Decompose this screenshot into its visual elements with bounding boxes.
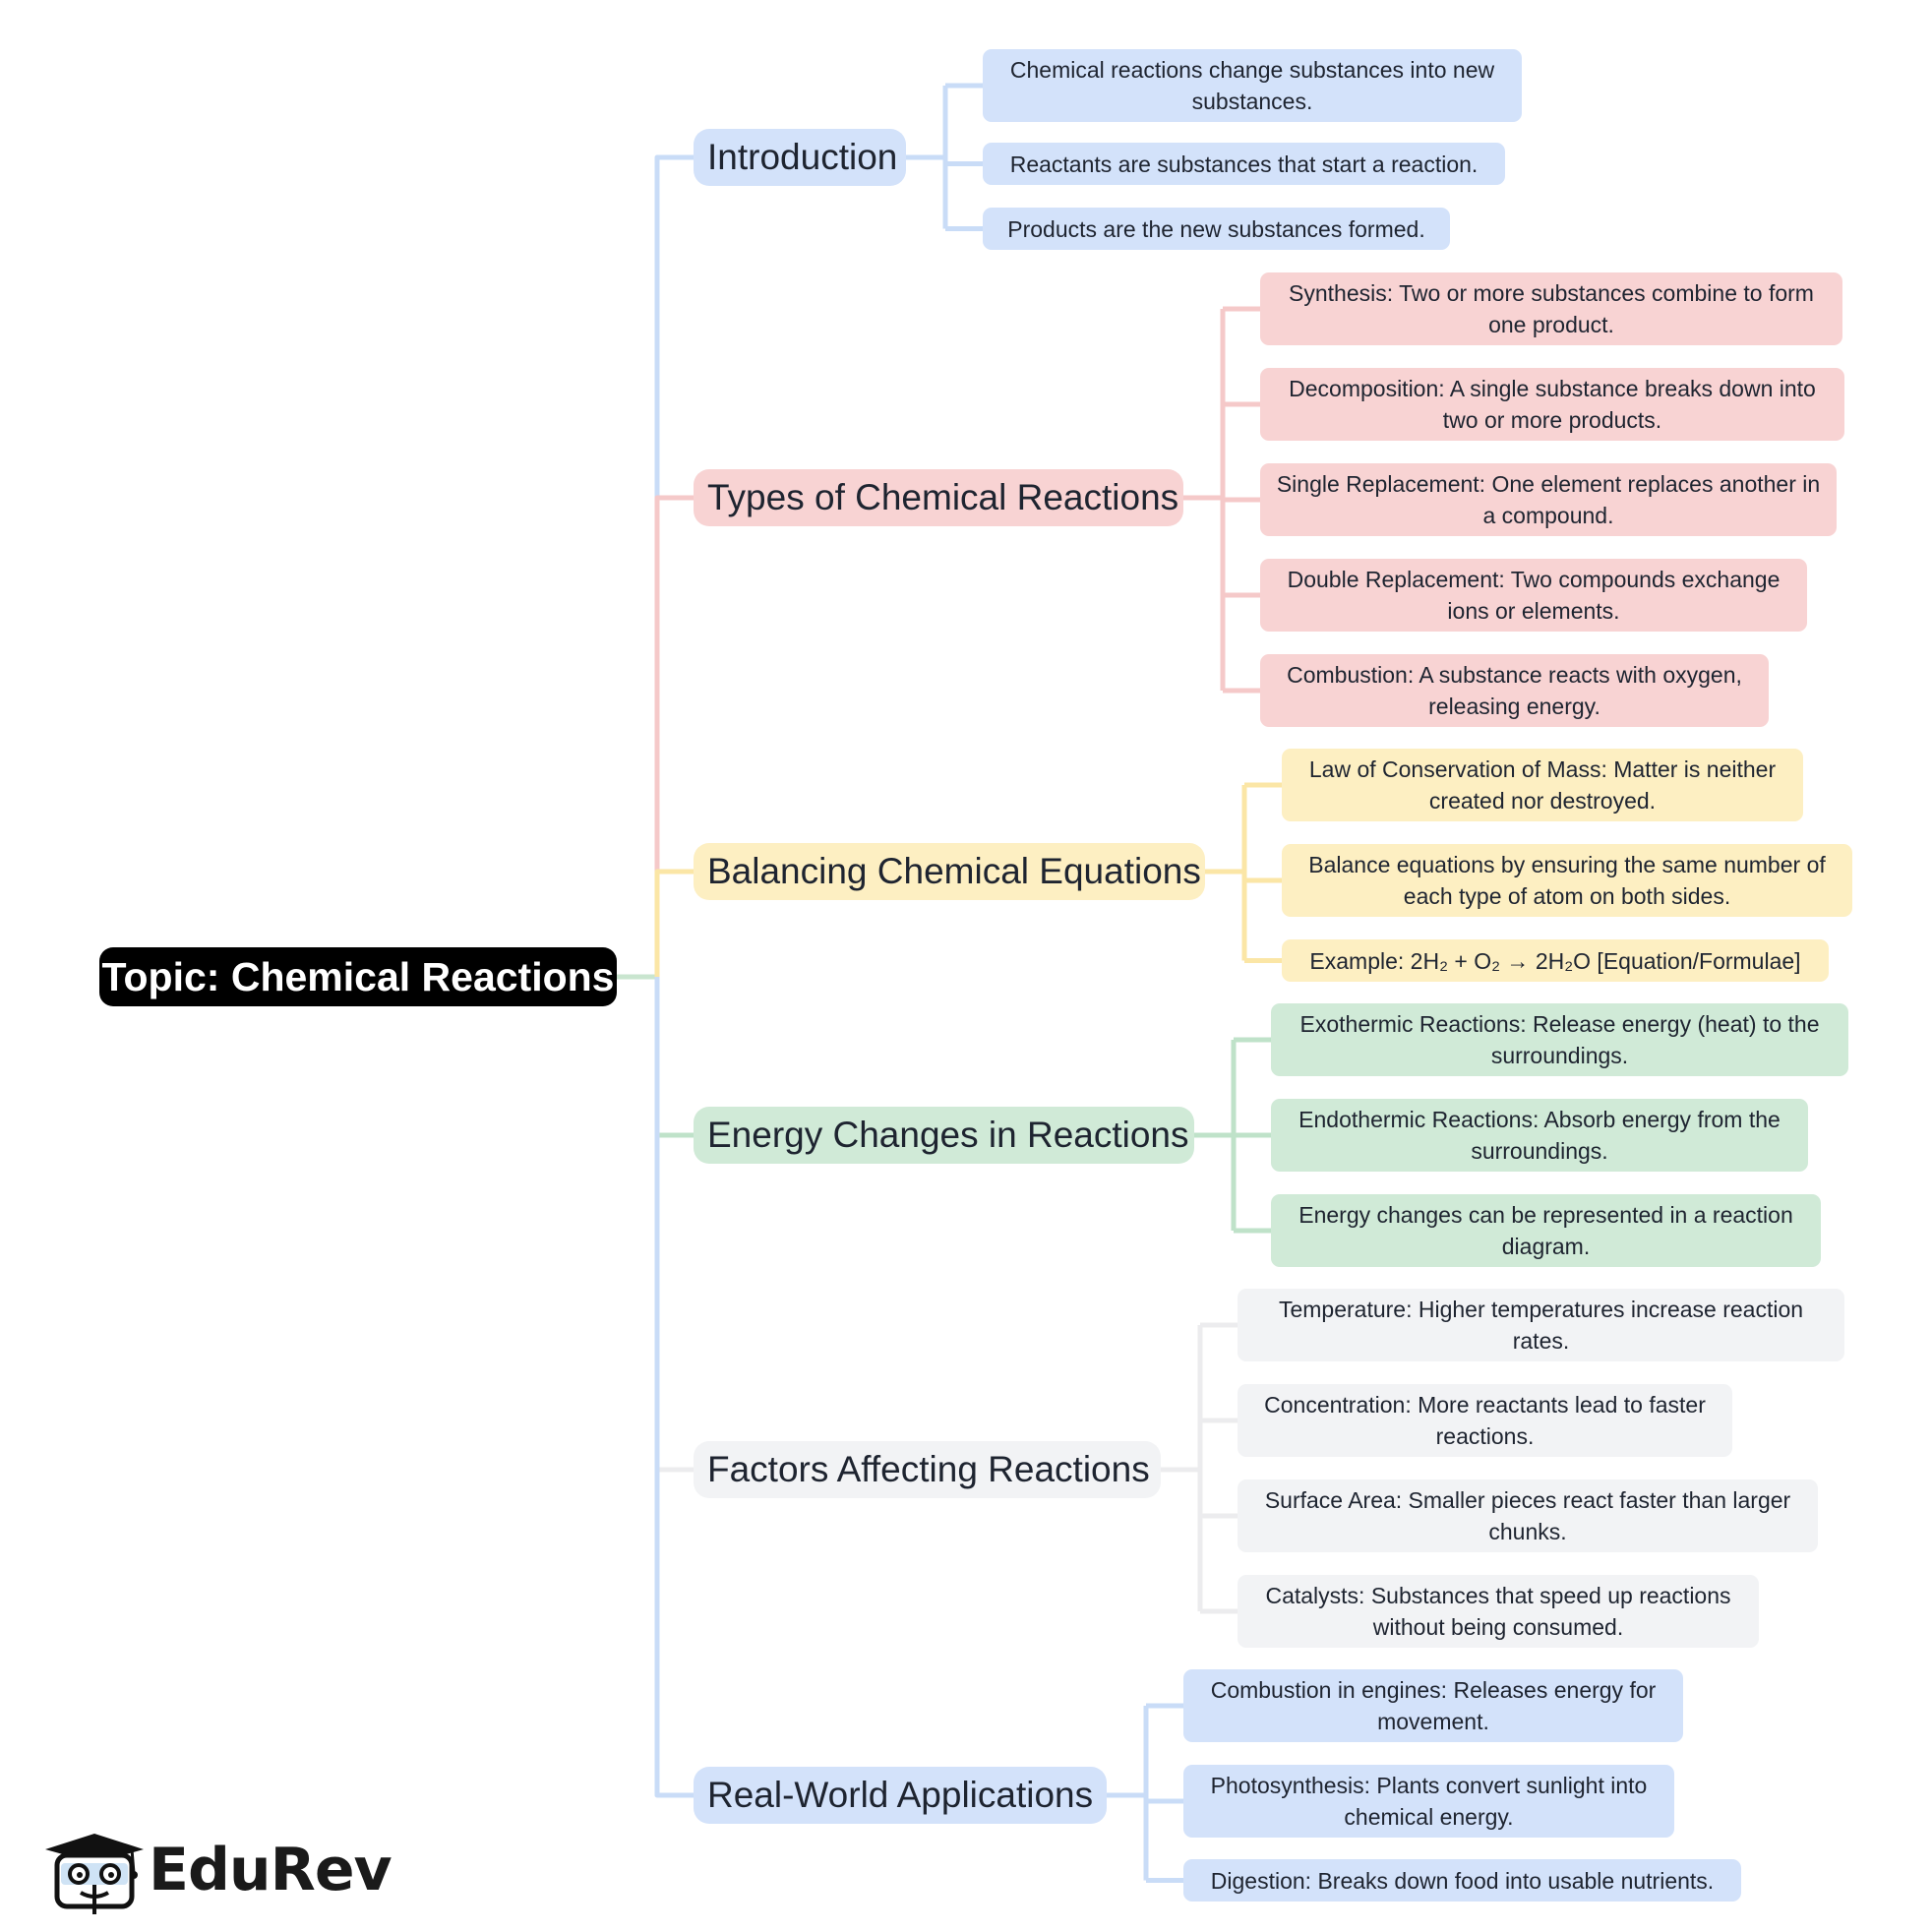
leaf-node: Energy changes can be represented in a r…	[1271, 1194, 1821, 1267]
branch-connector-2	[654, 869, 694, 977]
graduation-cap-mascot-icon	[45, 1834, 144, 1914]
leaf-node: Chemical reactions change substances int…	[983, 49, 1522, 122]
leaf-node: Products are the new substances formed.	[983, 208, 1450, 250]
leaf-node: Double Replacement: Two compounds exchan…	[1260, 559, 1807, 632]
leaf-node: Law of Conservation of Mass: Matter is n…	[1282, 749, 1803, 821]
leaf-node: Decomposition: A single substance breaks…	[1260, 368, 1844, 441]
leaf-node: Single Replacement: One element replaces…	[1260, 463, 1837, 536]
leaf-node: Temperature: Higher temperatures increas…	[1238, 1289, 1844, 1361]
branch-connector-5	[654, 977, 694, 1798]
branch-connector-0	[654, 154, 694, 977]
leaf-node: Surface Area: Smaller pieces react faste…	[1238, 1479, 1818, 1552]
leaf-node: Exothermic Reactions: Release energy (he…	[1271, 1003, 1848, 1076]
branch-node: Introduction	[694, 129, 906, 186]
leaf-node: Synthesis: Two or more substances combin…	[1260, 272, 1842, 345]
leaf-node: Photosynthesis: Plants convert sunlight …	[1183, 1765, 1674, 1838]
leaf-node: Endothermic Reactions: Absorb energy fro…	[1271, 1099, 1808, 1172]
branch-connector-1	[654, 495, 694, 977]
root-topic: Topic: Chemical Reactions	[99, 947, 617, 1006]
logo-wordmark: EduRev	[149, 1836, 392, 1904]
branch-node: Types of Chemical Reactions	[694, 469, 1183, 526]
branch-connector-4	[654, 977, 694, 1473]
branch-node: Energy Changes in Reactions	[694, 1107, 1194, 1164]
branch-node: Balancing Chemical Equations	[694, 843, 1205, 900]
leaf-node: Digestion: Breaks down food into usable …	[1183, 1859, 1741, 1902]
leaf-node: Reactants are substances that start a re…	[983, 143, 1505, 185]
branch-node: Real-World Applications	[694, 1767, 1107, 1824]
leaf-node: Combustion: A substance reacts with oxyg…	[1260, 654, 1769, 727]
leaf-node: Balance equations by ensuring the same n…	[1282, 844, 1852, 917]
leaf-node: Catalysts: Substances that speed up reac…	[1238, 1575, 1759, 1648]
leaf-node: Example: 2H₂ + O₂ → 2H₂O [Equation/Formu…	[1282, 939, 1829, 982]
leaf-node: Combustion in engines: Releases energy f…	[1183, 1669, 1683, 1742]
branch-node: Factors Affecting Reactions	[694, 1441, 1161, 1498]
leaf-node: Concentration: More reactants lead to fa…	[1238, 1384, 1732, 1457]
branch-connector-3	[654, 977, 694, 1138]
